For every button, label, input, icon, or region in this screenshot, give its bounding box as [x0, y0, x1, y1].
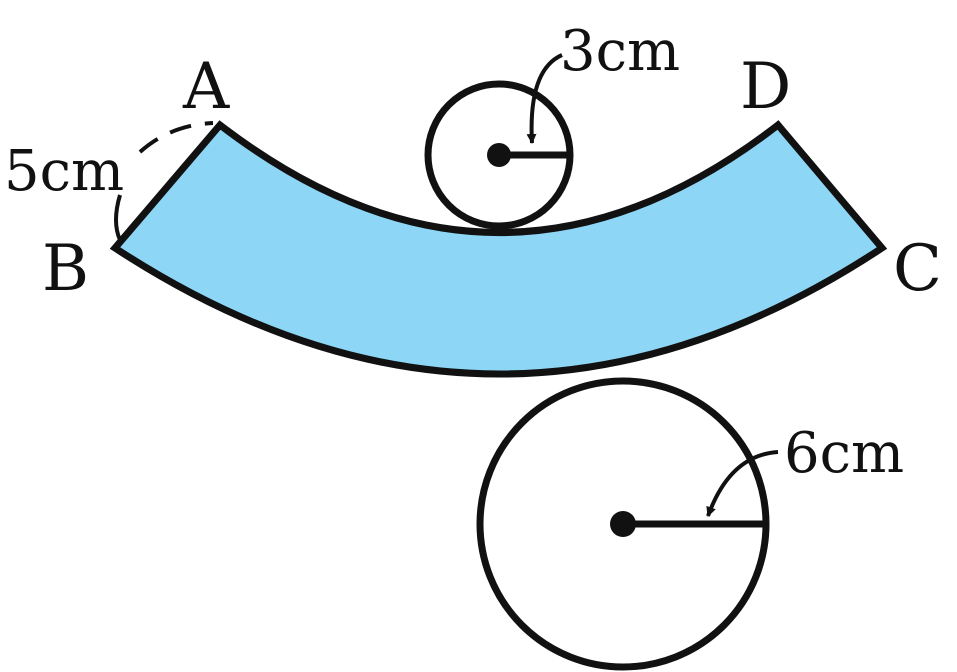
label-edge-ab-length: 5cm	[4, 139, 124, 204]
label-point-b: B	[42, 232, 89, 306]
small-radius-pointer-arrow	[526, 53, 563, 144]
label-small-radius: 3cm	[560, 19, 680, 84]
edge-ab-dimension-arc-bottom	[114, 194, 122, 241]
small-circle-center-dot	[487, 143, 511, 167]
small-circle-group	[424, 53, 574, 230]
label-point-d: D	[740, 50, 791, 124]
large-radius-pointer-arrow	[706, 450, 779, 517]
curved-band-abcd	[109, 120, 888, 378]
label-large-radius: 6cm	[784, 421, 904, 486]
edge-ab-dimension	[114, 121, 214, 241]
large-circle-group	[476, 377, 779, 671]
edge-ab-dimension-arc-top	[138, 121, 214, 154]
label-point-a: A	[182, 50, 230, 124]
large-circle-center-dot	[610, 511, 636, 537]
label-point-c: C	[893, 232, 942, 306]
